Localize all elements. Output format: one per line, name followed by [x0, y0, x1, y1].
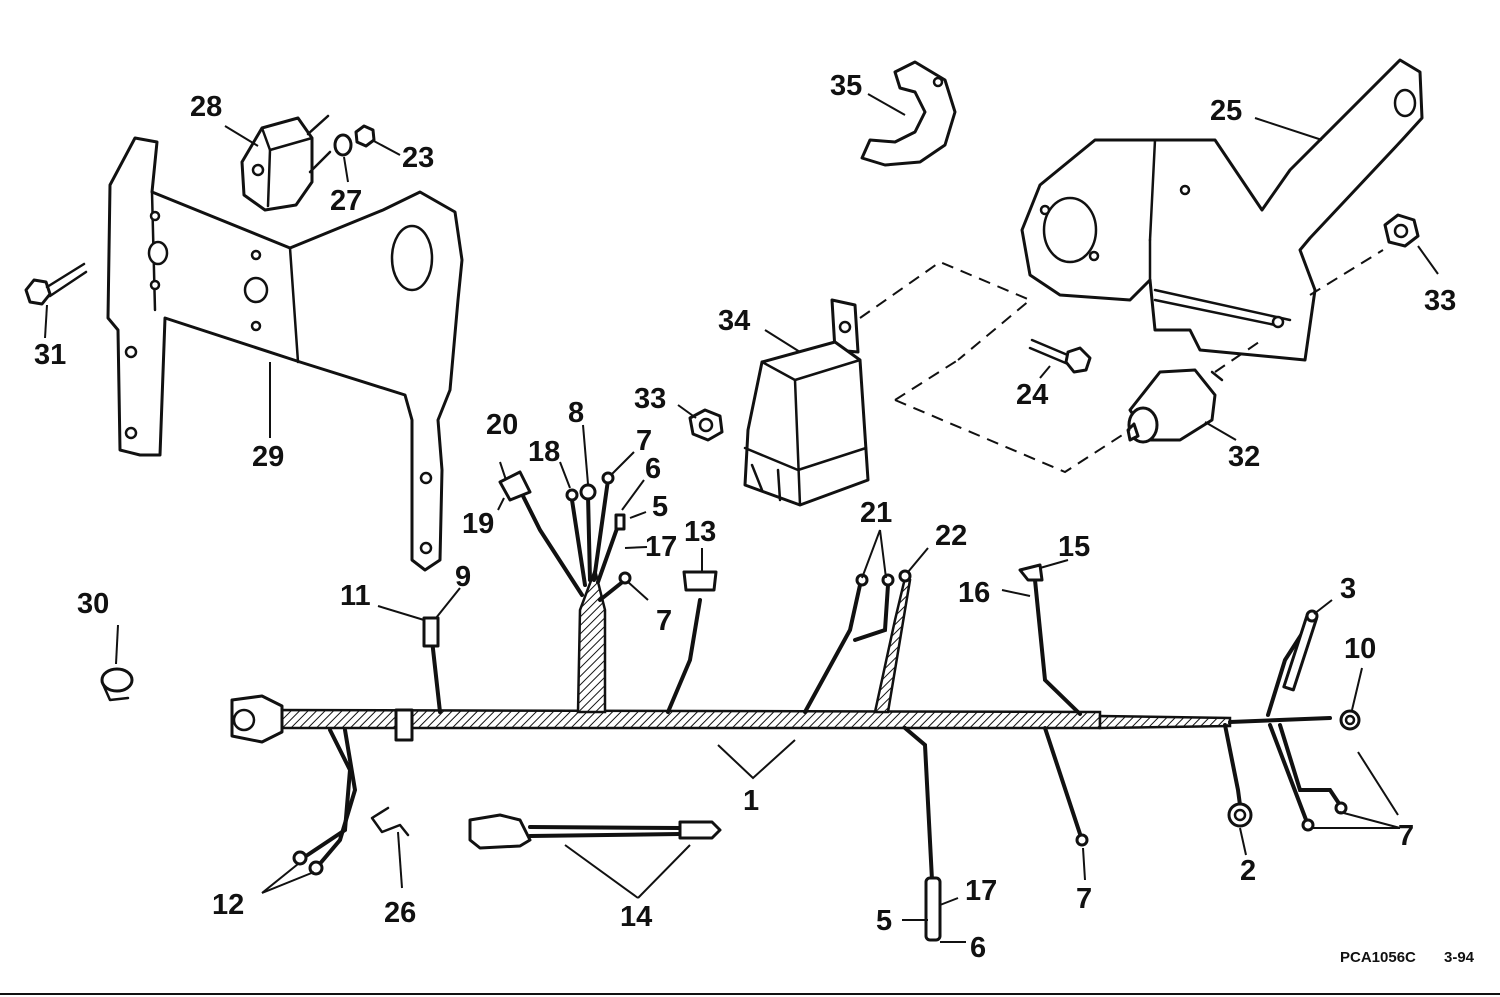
nut-33-right: [1383, 213, 1420, 248]
callout-10: 10: [1344, 633, 1376, 665]
solenoid-32: [1126, 368, 1224, 444]
callout-9: 9: [455, 561, 471, 593]
drawing-code: PCA1056C: [1340, 949, 1416, 966]
callout-23: 23: [402, 142, 434, 174]
callout-5-upper: 5: [652, 491, 668, 523]
callout-12: 12: [212, 889, 244, 921]
drawing-date: 3-94: [1444, 949, 1475, 966]
callout-14: 14: [620, 901, 652, 933]
relay-34: [743, 298, 870, 507]
callout-7-right: 7: [1398, 820, 1414, 852]
callout-24: 24: [1016, 379, 1048, 411]
callout-13: 13: [684, 516, 716, 548]
callout-15: 15: [1058, 531, 1090, 563]
callout-33-center: 33: [634, 383, 666, 415]
callout-20: 20: [486, 409, 518, 441]
wire-clip-26: [370, 806, 410, 837]
callout-8: 8: [568, 397, 584, 429]
callout-6-lower: 6: [970, 932, 986, 964]
main-wiring-harness-1: [230, 470, 1361, 942]
callout-7-middle: 7: [656, 605, 672, 637]
callout-21: 21: [860, 497, 892, 529]
callout-26: 26: [384, 897, 416, 929]
callout-31: 31: [34, 339, 66, 371]
callout-3: 3: [1340, 573, 1356, 605]
jumper-wire-14: [468, 813, 722, 850]
callout-34: 34: [718, 305, 750, 337]
relay-mounting-plate-25: [1020, 58, 1424, 362]
callout-32: 32: [1228, 441, 1260, 473]
callout-16: 16: [958, 577, 990, 609]
callout-18: 18: [528, 436, 560, 468]
nut-23: [354, 124, 376, 148]
callout-labels: 1 2 3 5 5 6 6 7 7 7 7 8 9 10 11 12 13 14…: [34, 70, 1456, 964]
callout-6-upper: 6: [645, 453, 661, 485]
hose-clamp-30: [100, 667, 134, 702]
nut-33-center: [688, 408, 724, 442]
callout-25: 25: [1210, 95, 1242, 127]
callout-7-bottom: 7: [1076, 883, 1092, 915]
callout-33-right: 33: [1424, 285, 1456, 317]
callout-30: 30: [77, 588, 109, 620]
callout-28: 28: [190, 91, 222, 123]
mounting-bracket-29: [106, 136, 464, 572]
callout-11: 11: [340, 580, 371, 612]
leader-lines: [44, 93, 1439, 943]
callout-22: 22: [935, 520, 967, 552]
callout-1: 1: [743, 785, 759, 817]
washer-27: [333, 133, 353, 157]
callout-27: 27: [330, 185, 362, 217]
assembly-dashed-lines: [859, 249, 1384, 474]
screw-24: [1028, 338, 1092, 374]
callout-19: 19: [462, 508, 494, 540]
callout-17-upper: 17: [645, 531, 677, 563]
callout-35: 35: [830, 70, 862, 102]
callout-17-lower: 17: [965, 875, 997, 907]
callout-5-lower: 5: [876, 905, 892, 937]
terminal-block-28: [240, 114, 332, 212]
bolt-31: [24, 262, 88, 306]
callout-7-top: 7: [636, 425, 652, 457]
grommet-clamp-35: [860, 60, 957, 167]
callout-29: 29: [252, 441, 284, 473]
drawing-footer: PCA1056C 3-94: [0, 949, 1500, 995]
callout-2: 2: [1240, 855, 1256, 887]
